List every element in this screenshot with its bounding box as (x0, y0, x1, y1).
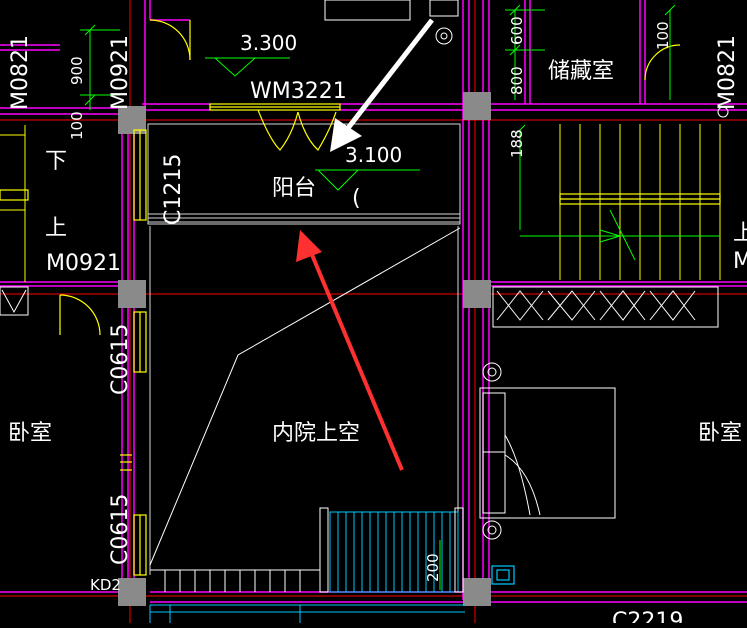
window-label-c0615-upper: C0615 (108, 324, 133, 395)
column-2 (463, 92, 491, 120)
room-outlines (147, 123, 461, 575)
top-level-mark: 3.300 (240, 31, 297, 55)
column-5 (118, 578, 146, 606)
stair-up-right: 上 (733, 221, 747, 246)
room-label-bedroom-left: 卧室 (8, 421, 52, 446)
courtyard-void-outline (149, 227, 461, 566)
dim-100-right: 100 (654, 21, 672, 50)
door-label-m0921-left: M0921 (46, 251, 121, 276)
column-3 (118, 280, 146, 308)
door-label-m0921-top: M0921 (108, 35, 133, 110)
balcony-level-mark: 3.100 (345, 143, 402, 167)
stair-up-left: 上 (45, 216, 67, 241)
column-6 (463, 578, 491, 606)
door-label-wm3221: WM3221 (250, 79, 347, 104)
room-label-bedroom-right: 卧室 (698, 421, 742, 446)
room-label-storage: 储藏室 (548, 59, 614, 84)
stairs-left (0, 125, 26, 282)
stair-m-right: M (733, 249, 747, 274)
fixtures-top (324, 0, 729, 118)
paren-mark: ( (352, 186, 361, 211)
stair-down-left: 下 (45, 149, 67, 174)
room-label-courtyard-void: 内院上空 (272, 421, 360, 446)
columns (118, 92, 491, 606)
dim-900: 900 (68, 56, 86, 85)
dim-800: 800 (508, 66, 526, 95)
bottom-steps (150, 507, 464, 593)
bed (479, 362, 616, 540)
window-label-c0615-lower: C0615 (108, 494, 133, 565)
white-annotation-arrow (330, 18, 434, 152)
stairs-right (559, 124, 721, 280)
window-label-c2219: C2219 (612, 609, 683, 623)
door-swings (59, 19, 681, 336)
door-label-m0821-right: M0821 (715, 35, 740, 110)
window-label-c1215: C1215 (161, 154, 186, 225)
column-1 (118, 106, 146, 134)
red-annotation-arrow (296, 230, 404, 471)
stairs-right-arrow (520, 209, 720, 261)
dim-600: 600 (508, 16, 526, 45)
door-label-m0821-left: M0821 (8, 35, 33, 110)
dimension-lines (80, 4, 676, 590)
dim-188: 188 (508, 129, 526, 158)
wardrobe-left (0, 286, 29, 316)
dim-100-left: 100 (68, 111, 86, 140)
bottom-railing (149, 511, 465, 623)
dim-200: 200 (424, 553, 442, 582)
label-kd2: KD2 (90, 576, 121, 594)
room-label-balcony: 阳台 (272, 176, 316, 201)
column-4 (463, 280, 491, 308)
bottom-device-icon (491, 565, 515, 585)
wardrobe-right (492, 286, 719, 328)
